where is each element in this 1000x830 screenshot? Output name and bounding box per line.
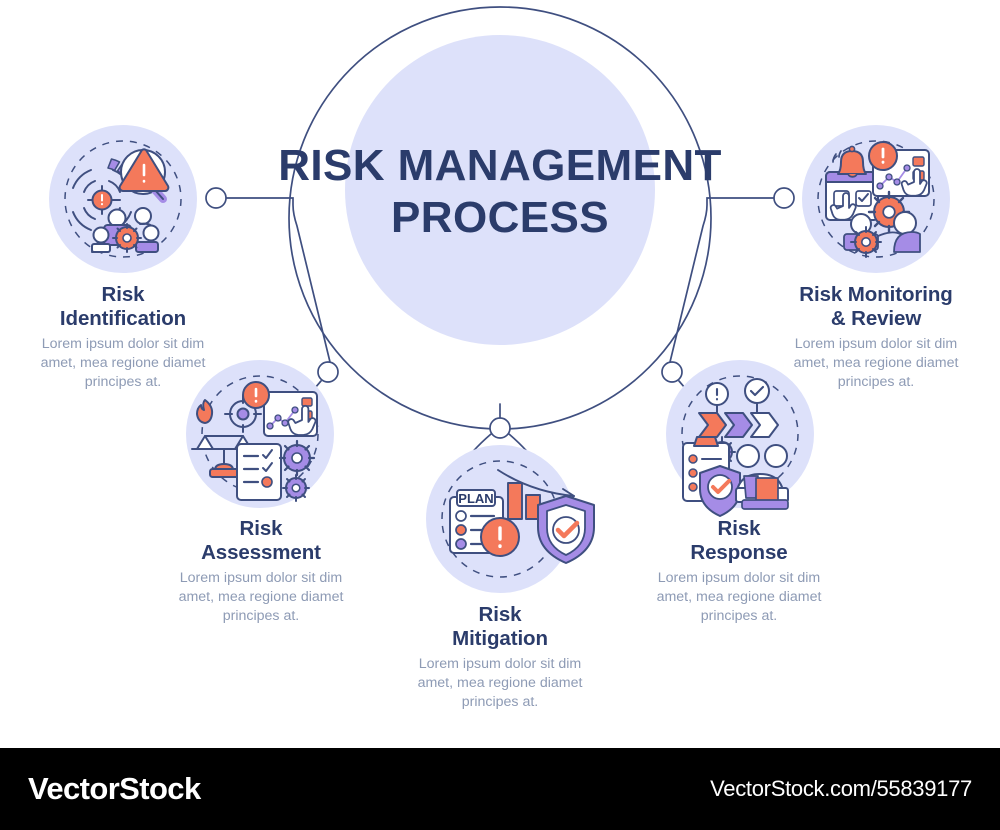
plan-label: PLAN xyxy=(458,491,493,506)
dashed-ring-identification xyxy=(64,140,182,258)
check-circle-response xyxy=(744,378,770,404)
vectorstock-logo: VectorStock xyxy=(28,771,201,806)
node-dot-mitigation[interactable] xyxy=(489,417,511,439)
risk-identification-icon xyxy=(72,148,170,253)
vectorstock-url: VectorStock.com/55839177 xyxy=(710,776,972,801)
bell-icon xyxy=(832,145,867,178)
connector-monitoring xyxy=(669,197,775,363)
balance-scale-icon xyxy=(191,435,257,478)
risk-assessment-icon xyxy=(191,381,318,502)
node-dot-assessment[interactable] xyxy=(317,361,339,383)
pointer-hand-icon xyxy=(287,404,317,436)
small-target-icon xyxy=(224,395,262,433)
checklist-document-icon xyxy=(236,443,282,501)
gear-icon-assessment-small xyxy=(282,474,310,502)
gear-icon-identification xyxy=(112,223,142,253)
shield-check-icon xyxy=(537,495,595,564)
chart-panel-icon xyxy=(263,391,318,437)
team-icon-response xyxy=(735,444,789,510)
node-dot-identification[interactable] xyxy=(205,187,227,209)
process-arrows-icon xyxy=(698,412,779,438)
shield-check-icon-response xyxy=(699,465,741,517)
connector-nodes xyxy=(205,187,795,439)
risk-response-icon xyxy=(682,378,789,517)
flame-icon xyxy=(196,399,214,424)
watermark-footer: VectorStock VectorStock.com/55839177 xyxy=(0,748,1000,830)
node-dot-monitoring[interactable] xyxy=(773,187,795,209)
pointer-hand-icon-panel xyxy=(900,168,928,197)
connector-identification xyxy=(225,197,331,363)
dashed-ring-monitoring xyxy=(817,140,935,258)
diagram-canvas: PLAN xyxy=(40,6,959,711)
risk-monitoring-icon xyxy=(825,141,930,258)
gear-icon-assessment-large xyxy=(278,439,316,477)
team-gear-icon xyxy=(91,207,160,253)
step-circle-risk-identification[interactable] xyxy=(49,125,197,273)
gear-icon-monitoring-small xyxy=(850,226,882,258)
node-dot-response[interactable] xyxy=(661,361,683,383)
process-diagram: PLAN xyxy=(49,6,950,593)
checkmarks xyxy=(262,449,273,472)
center-circle-fill xyxy=(345,35,655,345)
pointer-hand-icon-monitoring xyxy=(829,192,857,221)
risk-mitigation-icon: PLAN xyxy=(449,469,595,564)
